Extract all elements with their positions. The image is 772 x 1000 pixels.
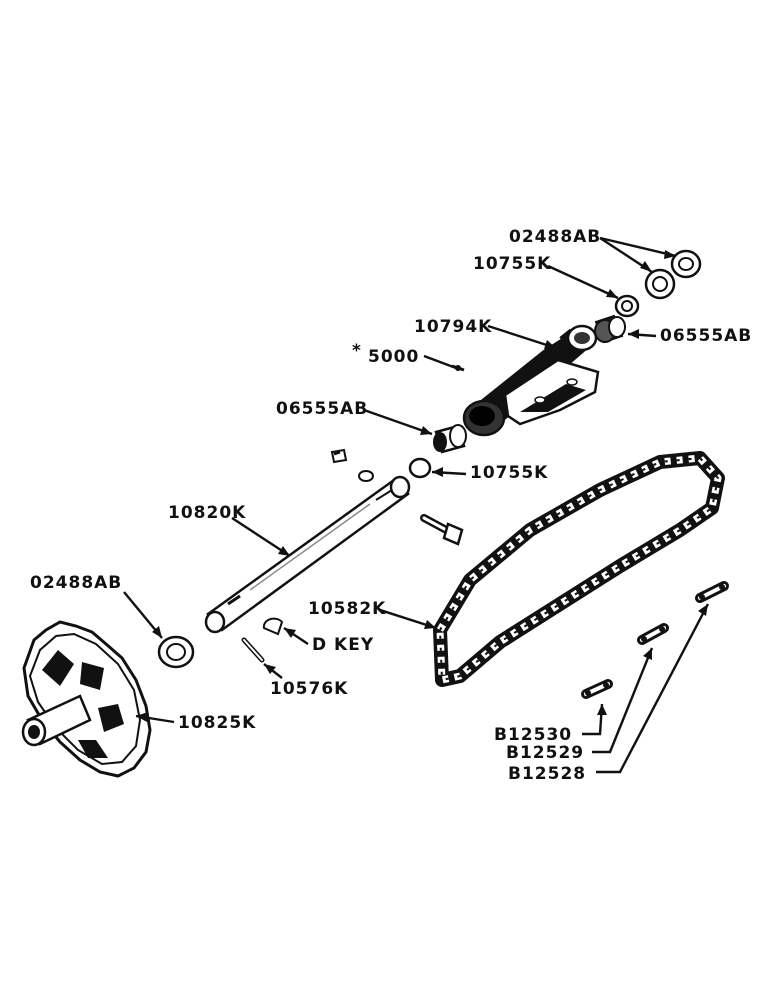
chain-10582K — [433, 451, 725, 687]
label-bushing-left: 06555AB — [276, 399, 368, 419]
leader-housing — [487, 324, 557, 350]
ring-left — [408, 457, 432, 479]
label-washer-left: 02488AB — [30, 573, 122, 593]
link-B12530 — [581, 679, 613, 699]
leader-link-3 — [596, 603, 710, 774]
housing-10794K — [462, 324, 600, 437]
label-d-key: D KEY — [312, 635, 374, 655]
shaft-10820K — [204, 475, 411, 634]
sprocket-10825K — [21, 620, 152, 778]
leader-bushing-left — [363, 408, 433, 436]
label-sprocket: 10825K — [178, 713, 256, 733]
bushing-left — [433, 424, 467, 454]
label-housing: 10794K — [414, 317, 492, 337]
leader-shaft — [231, 516, 291, 558]
label-link-1: B12530 — [494, 725, 572, 745]
set-screw-block — [330, 448, 348, 464]
label-link-2: B12529 — [506, 743, 584, 763]
link-B12528 — [695, 581, 729, 603]
washer-left — [157, 635, 195, 669]
ring-top — [614, 294, 640, 318]
washer-top-pair — [644, 249, 702, 300]
leader-washer-top-b — [599, 236, 677, 258]
bolt — [420, 514, 464, 546]
leader-screw — [423, 354, 457, 370]
small-washer — [358, 470, 374, 482]
pin-10576K — [241, 637, 265, 663]
label-washer-top: 02488AB — [509, 227, 601, 247]
leader-link-1 — [582, 703, 604, 736]
screw-5000 — [451, 364, 465, 372]
label-pin: 10576K — [270, 679, 348, 699]
label-link-3: B12528 — [508, 764, 586, 784]
link-B12529 — [637, 623, 669, 645]
label-bushing-right: 06555AB — [660, 326, 752, 346]
bushing-right — [594, 314, 626, 344]
leader-link-2 — [592, 647, 654, 754]
label-shaft: 10820K — [168, 503, 246, 523]
label-screw: 5000 — [368, 347, 419, 367]
label-ring-left: 10755K — [470, 463, 548, 483]
label-ring-top: 10755K — [473, 254, 551, 274]
label-asterisk: * — [352, 341, 362, 361]
label-chain: 10582K — [308, 599, 386, 619]
leader-ring-top — [547, 264, 619, 300]
d-key — [262, 617, 284, 636]
